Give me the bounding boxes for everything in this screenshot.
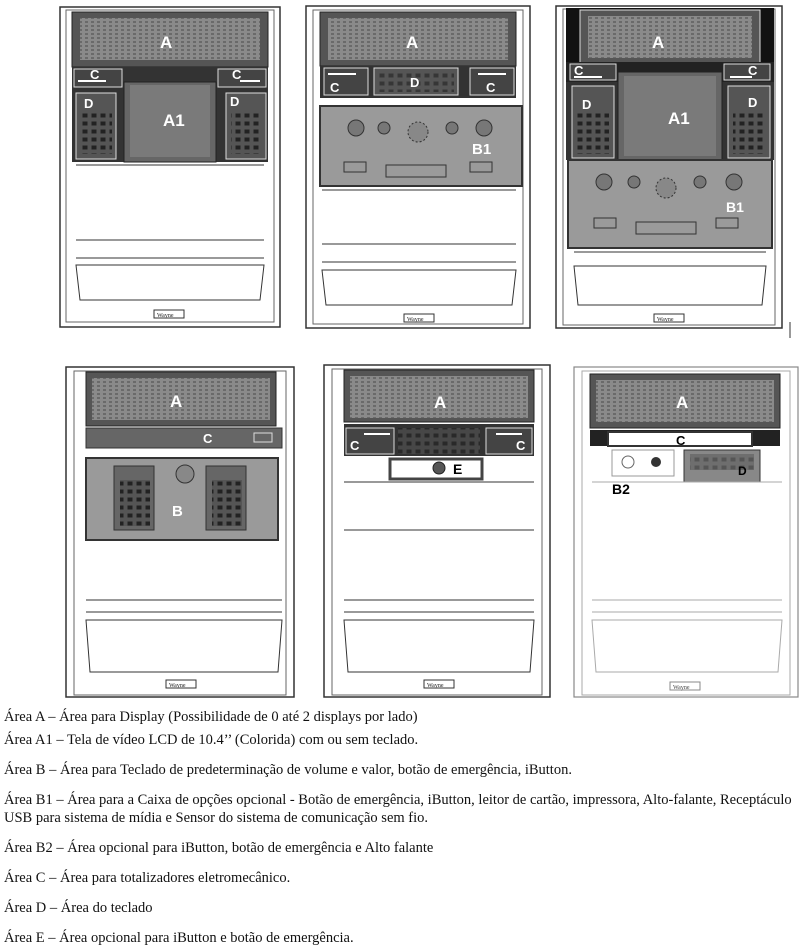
legend-area-c: Área C – Área para totalizadores eletrom… bbox=[4, 870, 291, 886]
area-legend: Área A – Área para Display (Possibilidad… bbox=[4, 708, 804, 952]
label-d: D bbox=[738, 464, 747, 478]
dispenser-diagrams: A C C D A1 D Wayne A C D bbox=[59, 5, 799, 698]
area-c-u4 bbox=[85, 427, 283, 449]
area-c-right-u5 bbox=[485, 427, 533, 455]
area-c-left-u1 bbox=[73, 68, 123, 88]
label-d: D bbox=[84, 96, 93, 111]
legend-area-a: Área A – Área para Display (Possibilidad… bbox=[4, 709, 418, 725]
area-b1-u2 bbox=[319, 105, 523, 187]
dispenser-unit-6: A C B2 D Wayne bbox=[573, 366, 799, 698]
label-d: D bbox=[748, 95, 757, 110]
label-b1: B1 bbox=[472, 141, 491, 158]
label-c: C bbox=[203, 431, 213, 446]
label-d: D bbox=[230, 94, 239, 109]
label-a1: A1 bbox=[668, 109, 690, 128]
label-d: D bbox=[410, 75, 419, 90]
label-c: C bbox=[676, 433, 686, 448]
label-a: A bbox=[406, 33, 418, 52]
label-b2: B2 bbox=[612, 481, 630, 497]
dispenser-unit-2: A C D C B1 Wayne bbox=[305, 5, 531, 329]
label-c: C bbox=[350, 438, 360, 453]
dispenser-unit-4: A C B Wayne bbox=[65, 366, 295, 698]
brand-logo: Wayne bbox=[427, 683, 444, 689]
label-c: C bbox=[90, 67, 100, 82]
dispenser-unit-1: A C C D A1 D Wayne bbox=[59, 6, 281, 328]
label-d: D bbox=[582, 97, 591, 112]
label-c: C bbox=[486, 80, 496, 95]
legend-area-e: Área E – Área opcional para iButton e bo… bbox=[4, 930, 354, 946]
brand-logo: Wayne bbox=[169, 683, 186, 689]
area-c-right-u1 bbox=[217, 68, 267, 88]
label-b: B bbox=[172, 503, 183, 520]
label-c: C bbox=[232, 67, 242, 82]
label-c: C bbox=[330, 80, 340, 95]
label-e: E bbox=[453, 461, 462, 477]
legend-area-b2: Área B2 – Área opcional para iButton, bo… bbox=[4, 840, 434, 856]
label-c: C bbox=[574, 63, 584, 78]
area-c-left-u5 bbox=[345, 427, 395, 455]
label-b1: B1 bbox=[726, 199, 744, 215]
dispenser-unit-3: A C C D A1 D B1 Wayne bbox=[555, 5, 791, 338]
area-c-u6 bbox=[607, 431, 753, 447]
label-a: A bbox=[434, 393, 446, 412]
label-a1: A1 bbox=[163, 111, 185, 130]
dispenser-unit-5: A C C E Wayne bbox=[323, 364, 551, 698]
area-c-right-u2 bbox=[469, 67, 515, 96]
brand-logo: Wayne bbox=[157, 313, 174, 319]
legend-area-a1: Área A1 – Tela de vídeo LCD de 10.4’’ (C… bbox=[4, 732, 419, 748]
legend-area-d: Área D – Área do teclado bbox=[4, 900, 153, 916]
area-b2-u6 bbox=[611, 449, 675, 477]
area-c-left-u2 bbox=[323, 67, 369, 96]
legend-area-b1: Área B1 – Área para a Caixa de opções op… bbox=[4, 792, 792, 826]
brand-logo: Wayne bbox=[657, 317, 674, 323]
brand-logo: Wayne bbox=[407, 317, 424, 323]
legend-area-b: Área B – Área para Teclado de predetermi… bbox=[4, 762, 572, 778]
label-c: C bbox=[748, 63, 758, 78]
label-a: A bbox=[170, 392, 182, 411]
label-a: A bbox=[676, 393, 688, 412]
label-a: A bbox=[160, 33, 172, 52]
brand-logo: Wayne bbox=[673, 685, 690, 691]
label-c: C bbox=[516, 438, 526, 453]
label-a: A bbox=[652, 33, 664, 52]
